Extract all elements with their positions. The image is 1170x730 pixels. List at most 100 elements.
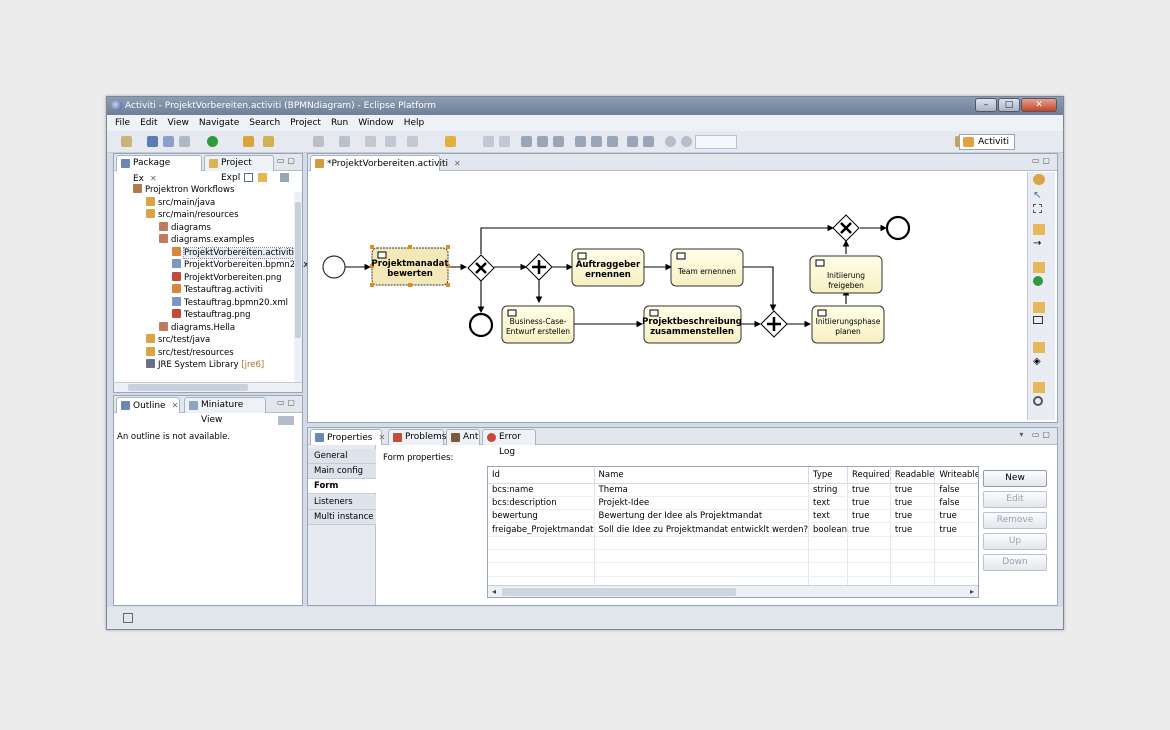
save-icon[interactable] xyxy=(147,136,158,147)
distribute-icon[interactable] xyxy=(607,136,618,147)
diagram-tool-icon[interactable] xyxy=(313,136,324,147)
menu-run[interactable]: Run xyxy=(330,118,349,128)
column-header[interactable]: Required xyxy=(847,467,891,484)
flow[interactable] xyxy=(480,224,835,254)
horizontal-scrollbar[interactable] xyxy=(114,382,302,392)
tree-item[interactable]: JRE System Library [jre6] xyxy=(120,359,308,372)
view-minmax-icon[interactable]: ▭▢ xyxy=(276,398,298,407)
tab-error-log[interactable]: Error Log xyxy=(482,429,536,457)
tree-item[interactable]: Testauftrag.activiti xyxy=(120,284,308,297)
zoom-combo[interactable] xyxy=(695,135,737,149)
end-event-tool-icon[interactable] xyxy=(1033,396,1043,406)
search-tool-icon[interactable] xyxy=(263,136,274,147)
view-menu-icon[interactable] xyxy=(280,173,289,182)
tab-ant[interactable]: Ant xyxy=(446,429,480,445)
column-header[interactable]: Readable xyxy=(890,467,936,484)
event-folder-icon[interactable] xyxy=(1033,262,1045,273)
back-icon[interactable] xyxy=(385,136,396,147)
end-event[interactable] xyxy=(885,215,911,241)
open-type-icon[interactable] xyxy=(243,136,254,147)
table-row[interactable] xyxy=(488,562,978,577)
task-business-case[interactable]: Business-Case-Entwurf erstellen xyxy=(501,305,575,344)
menu-project[interactable]: Project xyxy=(290,118,321,128)
tab-miniature-view[interactable]: Miniature View xyxy=(184,397,266,425)
edit-button[interactable]: Edit xyxy=(983,491,1047,508)
copy-icon[interactable] xyxy=(483,136,494,147)
start-event[interactable] xyxy=(322,255,346,279)
up-button[interactable]: Up xyxy=(983,533,1047,550)
user-task-tool-icon[interactable] xyxy=(1033,316,1043,324)
fast-view-icon[interactable] xyxy=(123,613,133,623)
menu-edit[interactable]: Edit xyxy=(140,118,158,128)
view-minmax-icon[interactable]: ▭▢ xyxy=(1031,156,1053,165)
tab-outline[interactable]: Outline✕ xyxy=(116,397,180,413)
select-tool-icon[interactable]: ↖ xyxy=(1033,190,1042,201)
column-header[interactable]: Id xyxy=(488,467,595,484)
minimize-button[interactable]: – xyxy=(975,98,997,112)
tree-item[interactable]: diagrams.Hella xyxy=(120,321,308,335)
menu-help[interactable]: Help xyxy=(403,118,425,128)
exclusive-gateway[interactable] xyxy=(832,214,860,242)
table-horizontal-scrollbar[interactable]: ◂ ▸ xyxy=(488,585,978,597)
run-icon[interactable] xyxy=(207,136,218,147)
table-row[interactable] xyxy=(488,536,978,550)
link-editor-icon[interactable] xyxy=(258,173,267,182)
task-folder-icon[interactable] xyxy=(1033,302,1045,313)
tree-item[interactable]: src/test/resources xyxy=(120,346,308,360)
flow[interactable] xyxy=(743,266,777,312)
section-multi-instance[interactable]: Multi instance xyxy=(308,510,376,525)
size-icon[interactable] xyxy=(643,136,654,147)
connection-folder-icon[interactable] xyxy=(1033,224,1045,235)
maximize-button[interactable]: □ xyxy=(998,98,1020,112)
save-all-icon[interactable] xyxy=(163,136,174,147)
vertical-scrollbar[interactable] xyxy=(294,192,302,382)
print-icon[interactable] xyxy=(179,136,190,147)
tree-item[interactable]: ProjektVorbereiten.png xyxy=(120,271,308,285)
tree-item[interactable]: ProjektVorbereiten.bpmn20.x xyxy=(120,259,308,272)
scroll-thumb[interactable] xyxy=(128,384,248,391)
scroll-left-icon[interactable]: ◂ xyxy=(492,587,497,596)
highlight-icon[interactable] xyxy=(445,136,456,147)
section-form[interactable]: Form xyxy=(308,479,376,494)
align-icon[interactable] xyxy=(521,136,532,147)
menu-navigate[interactable]: Navigate xyxy=(198,118,240,128)
tree-item[interactable]: ProjektVorbereiten.activiti xyxy=(120,246,308,260)
scroll-right-icon[interactable]: ▸ xyxy=(969,587,974,596)
remove-button[interactable]: Remove xyxy=(983,512,1047,529)
marquee-tool-icon[interactable] xyxy=(1033,204,1042,213)
view-menu-icon[interactable] xyxy=(278,416,294,425)
down-button[interactable]: Down xyxy=(983,554,1047,571)
section-main-config[interactable]: Main config xyxy=(308,464,376,479)
column-header[interactable]: Name xyxy=(594,467,810,484)
menu-window[interactable]: Window xyxy=(358,118,394,128)
exclusive-gateway[interactable] xyxy=(467,254,495,282)
end-event[interactable] xyxy=(468,312,494,338)
table-row[interactable] xyxy=(488,549,978,564)
tree-item[interactable]: Testauftrag.png xyxy=(120,309,308,322)
menu-search[interactable]: Search xyxy=(249,118,281,128)
task-team[interactable]: Team ernennen xyxy=(670,248,744,287)
collapse-all-icon[interactable] xyxy=(244,173,253,182)
undo-icon[interactable] xyxy=(365,136,376,147)
zoom-in-icon[interactable] xyxy=(681,136,692,147)
tree-item[interactable]: diagrams.examples xyxy=(120,234,308,247)
distribute-icon[interactable] xyxy=(591,136,602,147)
perspective-activiti[interactable]: Activiti xyxy=(959,134,1015,150)
tab-problems[interactable]: Problems xyxy=(388,429,446,445)
close-button[interactable]: ✕ xyxy=(1021,98,1057,112)
parallel-gateway[interactable] xyxy=(525,253,553,281)
container-folder-icon[interactable] xyxy=(1033,382,1045,393)
column-header[interactable]: Type xyxy=(808,467,848,484)
tree-item[interactable]: src/main/resources xyxy=(120,209,308,222)
menu-view[interactable]: View xyxy=(167,118,189,128)
palette-settings-icon[interactable] xyxy=(1033,174,1045,185)
view-minmax-icon[interactable]: ▾ ▭▢ xyxy=(1019,430,1053,439)
scroll-thumb[interactable] xyxy=(295,202,301,338)
column-header[interactable]: Writeable xyxy=(934,467,978,484)
